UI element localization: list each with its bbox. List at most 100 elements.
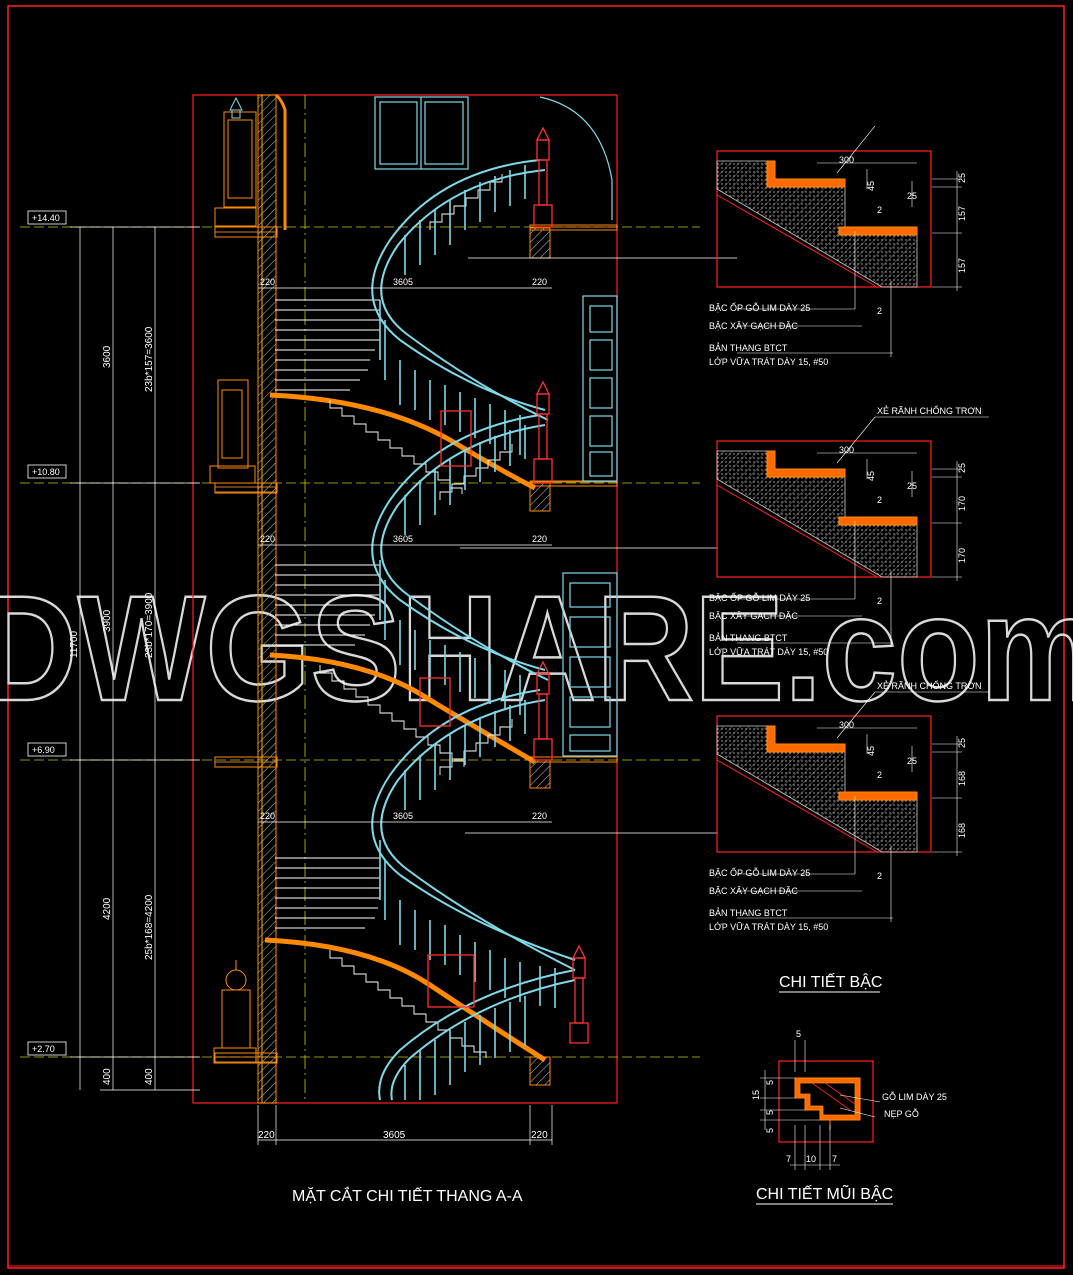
step-detail-3: XẺ RÃNH CHỐNG TRƠN 300 25 168 168 45: [709, 680, 989, 932]
nosing-dim-left: 15: [751, 1090, 761, 1100]
nosing-dim-left: 5: [765, 1128, 775, 1133]
small-dim: 2: [877, 306, 882, 316]
nosing-detail-title: CHI TIẾT MŨI BẬC: [756, 1183, 893, 1203]
dim-left-wall: 220: [260, 277, 275, 287]
dim-left-wall: 220: [260, 534, 275, 544]
newel-posts: [419, 126, 589, 1044]
handrails: [371, 159, 576, 1101]
level-marker-3: +6.90: [27, 742, 67, 757]
step-detail-1: 300 25 157 157 45 25 2 2 BẬC ỐP GỖ LIM D…: [709, 125, 967, 367]
dim-floor-1: 3600: [102, 345, 113, 368]
small-dim: 2: [877, 770, 882, 780]
step-lines: [275, 174, 513, 1058]
material-label: BẢN THANG BTCT: [709, 342, 788, 353]
nosing-label-strip: NẸP GỖ: [884, 1108, 919, 1119]
riser-dim-1: 168: [957, 771, 967, 786]
tread-dim: 300: [839, 720, 854, 730]
level-label: +10.80: [32, 467, 60, 477]
level-marker-4: +2.70: [27, 1041, 67, 1056]
level-label: +14.40: [32, 213, 60, 223]
level-marker-2: +10.80: [27, 464, 67, 479]
material-label: BẬC ỐP GỖ LIM DÀY 25: [709, 867, 810, 878]
nosing-detail: 5 5 15 5 5 7 10 7 GỖ LIM DÀY 25 NẸP GỖ: [751, 1029, 947, 1170]
material-label: LỚP VỮA TRÁT DÀY 15, #50: [709, 647, 828, 657]
watermark: DWGSHARE.com: [0, 564, 1073, 732]
dim-span: 3605: [383, 1130, 406, 1141]
nosing-dim-left: 5: [765, 1110, 775, 1115]
riser-dim-1: 170: [957, 496, 967, 511]
small-dim: 25: [907, 756, 917, 766]
horizontal-dim-texts: 220 3605 220 220 3605 220 220 3605 220 2…: [258, 277, 548, 1141]
nosing-dim-left: 5: [765, 1080, 775, 1085]
dim-right-wall: 220: [532, 277, 547, 287]
riser-dim-2: 168: [957, 823, 967, 838]
step-detail-title: CHI TIẾT BẬC: [779, 972, 882, 991]
nosing-dim-bottom: 7: [832, 1154, 837, 1164]
material-label: LỚP VỮA TRÁT DÀY 15, #50: [709, 922, 828, 932]
sheet-frame: [7, 5, 1065, 1269]
riser-dim-1: 157: [957, 206, 967, 221]
small-dim: 45: [866, 471, 876, 481]
floor-slabs: [214, 224, 618, 1064]
nosing-dim-bottom: 7: [786, 1154, 791, 1164]
stair-section: [20, 93, 700, 1145]
dim-floor-2: 3900: [102, 609, 113, 632]
step-detail-2: XẺ RÃNH CHỐNG TRƠN 300 25 170 170 45: [709, 405, 989, 657]
dim-span: 3605: [393, 811, 413, 821]
dim-riser-2: 23b*170=3900: [144, 592, 155, 658]
nosing-dim-top: 5: [796, 1029, 801, 1039]
small-dim: 2: [877, 871, 882, 881]
detail-leaders: [460, 257, 737, 834]
material-label: BẢN THANG BTCT: [709, 632, 788, 643]
dim-span: 3605: [393, 277, 413, 287]
vertical-dim-texts: 11700 3600 3900 4200 400 23b*157=3600 23…: [69, 326, 155, 1085]
openings: [374, 96, 618, 757]
top-pad-dim: 25: [957, 173, 967, 183]
small-dim: 2: [877, 596, 882, 606]
section-title: MẶT CẮT CHI TIẾT THANG A-A: [292, 1186, 523, 1205]
vertical-dim-lines: [70, 226, 200, 1091]
dim-right-wall: 220: [532, 811, 547, 821]
detail-note: XẺ RÃNH CHỐNG TRƠN: [877, 680, 982, 691]
dim-riser-3: 25b*168=4200: [144, 894, 155, 960]
material-label: BẬC ỐP GỖ LIM DÀY 25: [709, 592, 810, 603]
detail-note: XẺ RÃNH CHỐNG TRƠN: [877, 405, 982, 416]
small-dim: 25: [907, 191, 917, 201]
dim-right-wall: 220: [532, 534, 547, 544]
material-label: BẬC XÂY GẠCH ĐẶC: [709, 611, 798, 621]
nosing-dim-bottom: 10: [806, 1154, 816, 1164]
dim-riser-1: 23b*157=3600: [144, 326, 155, 392]
finials-left: [229, 96, 243, 119]
small-dim: 25: [907, 481, 917, 491]
right-wall: [529, 227, 551, 1086]
dim-floor-4: 400: [102, 1068, 113, 1085]
dim-riser-4: 400: [144, 1068, 155, 1085]
material-label: BẬC XÂY GẠCH ĐẶC: [709, 321, 798, 331]
stringers: [264, 392, 547, 1063]
dim-left-wall: 220: [260, 811, 275, 821]
level-label: +2.70: [32, 1044, 55, 1054]
dim-floor-3: 4200: [102, 897, 113, 920]
tread-dim: 300: [839, 445, 854, 455]
level-markers: +14.40 +10.80 +6.90 +2.70: [27, 210, 67, 1056]
dim-span: 3605: [393, 534, 413, 544]
small-dim: 2: [877, 205, 882, 215]
riser-dim-2: 170: [957, 548, 967, 563]
balusters: [379, 165, 556, 1100]
material-label: BẢN THANG BTCT: [709, 907, 788, 918]
material-label: LỚP VỮA TRÁT DÀY 15, #50: [709, 357, 828, 367]
small-dim: 2: [877, 495, 882, 505]
left-wall: [257, 93, 287, 1104]
nosing-label-wood: GỖ LIM DÀY 25: [882, 1091, 947, 1102]
level-label: +6.90: [32, 745, 55, 755]
small-dim: 45: [866, 746, 876, 756]
dim-right-wall: 220: [531, 1130, 548, 1141]
small-dim: 45: [866, 181, 876, 191]
riser-dim-2: 157: [957, 258, 967, 273]
tread-dim: 300: [839, 155, 854, 165]
dim-total: 11700: [69, 630, 80, 658]
top-pad-dim: 25: [957, 738, 967, 748]
top-pad-dim: 25: [957, 463, 967, 473]
